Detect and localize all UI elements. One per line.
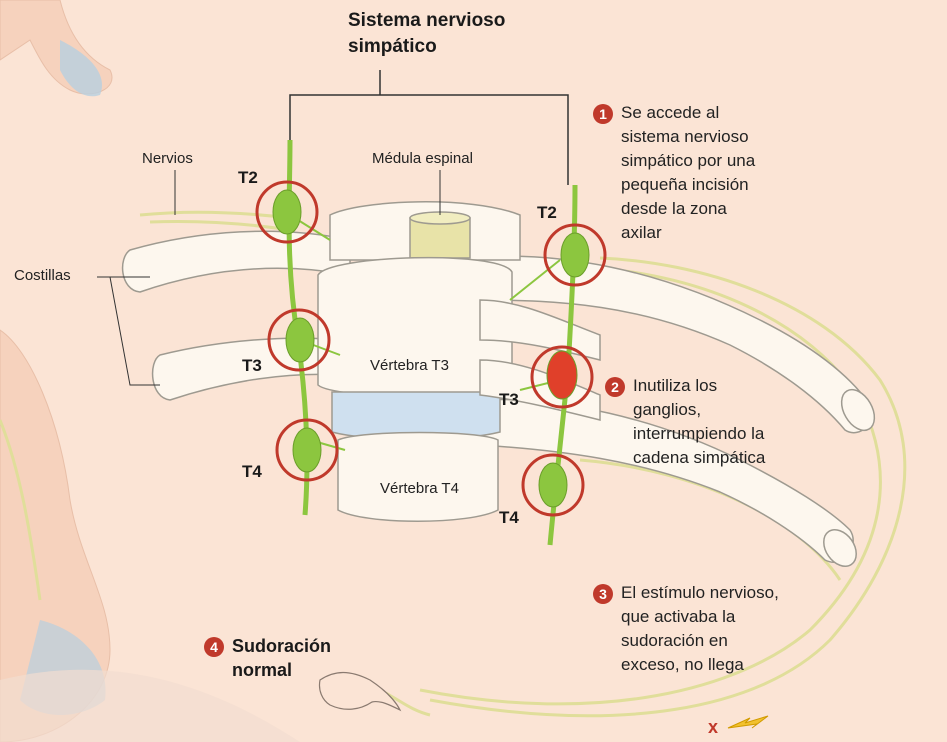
- svg-text:x: x: [708, 717, 718, 737]
- label-right-t4: T4: [499, 508, 519, 528]
- step-3-line: que activaba la: [621, 605, 881, 629]
- step-2-line: cadena simpática: [633, 446, 873, 470]
- step-2-badge: 2: [605, 377, 625, 397]
- ganglion-right-t4: [539, 463, 567, 507]
- ganglion-left-t4: [293, 428, 321, 472]
- label-costillas: Costillas: [14, 267, 71, 284]
- label-left-t4: T4: [242, 462, 262, 482]
- title-line-2: simpático: [348, 34, 568, 60]
- ganglion-right-t2: [561, 233, 589, 277]
- ganglion-left-t2: [273, 190, 301, 234]
- blocked-signal: x: [708, 716, 768, 737]
- step-1-line: pequeña incisión: [621, 173, 881, 197]
- step-1-line: desde la zona: [621, 197, 881, 221]
- label-medula-espinal: Médula espinal: [372, 150, 473, 167]
- step-1-line: sistema nervioso: [621, 125, 881, 149]
- step-1-line: simpático por una: [621, 149, 881, 173]
- step-1-line: Se accede al: [621, 101, 881, 125]
- ganglion-left-t3: [286, 318, 314, 362]
- label-left-t2: T2: [238, 168, 258, 188]
- step-3-line: El estímulo nervioso,: [621, 581, 881, 605]
- step-2-line: ganglios,: [633, 398, 873, 422]
- step-2-line: Inutiliza los: [633, 374, 873, 398]
- ganglion-right-t3-inhibited: [547, 351, 577, 399]
- label-nervios: Nervios: [142, 150, 193, 167]
- title-bracket: [290, 70, 568, 185]
- rib-upper-left: [123, 231, 350, 292]
- label-vertebra-t4: Vértebra T4: [380, 480, 459, 497]
- step-1-line: axilar: [621, 221, 881, 245]
- step-3-line: sudoración en: [621, 629, 881, 653]
- step-1-badge: 1: [593, 104, 613, 124]
- diagram-title: Sistema nervioso simpático: [348, 8, 568, 60]
- step-3-line: exceso, no llega: [621, 653, 881, 677]
- label-left-t3: T3: [242, 356, 262, 376]
- label-right-t3: T3: [499, 390, 519, 410]
- step-3-badge: 3: [593, 584, 613, 604]
- step-4-badge: 4: [204, 637, 224, 657]
- step-2-line: interrumpiendo la: [633, 422, 873, 446]
- step-4-line: normal: [232, 658, 392, 682]
- label-vertebra-t3: Vértebra T3: [370, 357, 449, 374]
- vertebra-t4-body: [338, 433, 498, 522]
- title-line-1: Sistema nervioso: [348, 8, 568, 34]
- step-4-line: Sudoración: [232, 634, 392, 658]
- label-right-t2: T2: [537, 203, 557, 223]
